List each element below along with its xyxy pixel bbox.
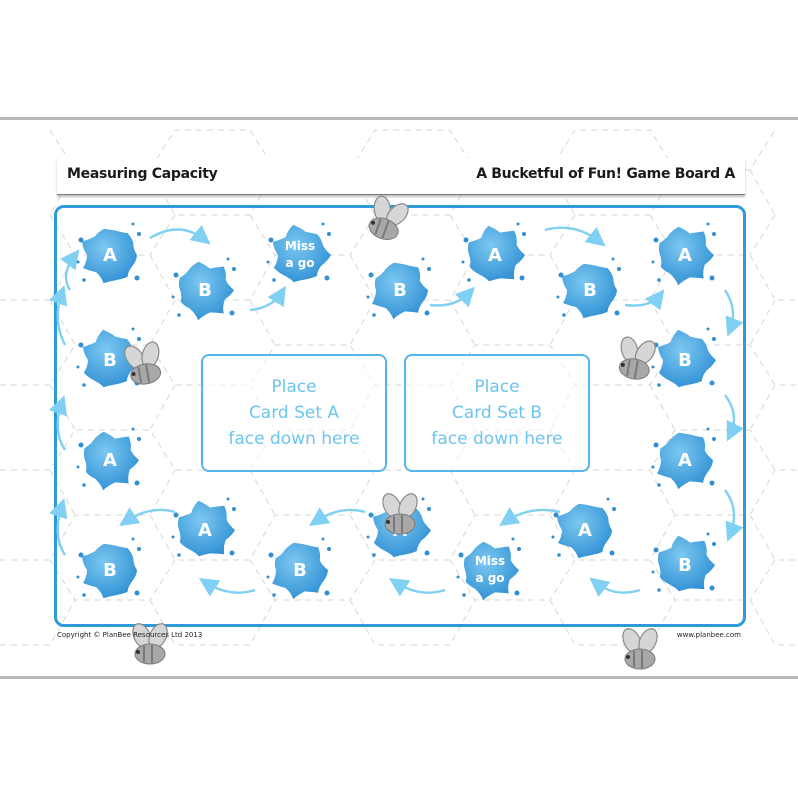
arrow-icon [309, 507, 366, 527]
space-label: A [678, 449, 692, 471]
board-space[interactable]: B [365, 255, 435, 325]
board-space[interactable]: A [170, 495, 240, 565]
splat-icon [76, 537, 141, 599]
space-label: B [678, 349, 692, 371]
space-label: B [198, 279, 212, 301]
splat-icon [171, 257, 236, 321]
board-space[interactable]: B [650, 530, 720, 600]
space-label: A [103, 244, 117, 266]
arrow-icon [198, 578, 256, 597]
space-label: B [103, 349, 117, 371]
space-label: B [583, 279, 597, 301]
arrow-icon [429, 286, 475, 308]
card-zone-a-line2: Card Set A [248, 403, 340, 423]
board-space[interactable]: A [75, 220, 145, 290]
arrow-icon [49, 498, 68, 556]
splat-icon [76, 222, 141, 284]
header-title-right: A Bucketful of Fun! Game Board A [476, 166, 735, 182]
arrow-icon [249, 285, 286, 312]
board-space[interactable]: B [75, 325, 145, 395]
splat-icon [171, 497, 236, 557]
space-label-line1: Miss [284, 239, 316, 253]
bee-icon [618, 336, 656, 380]
board-space[interactable]: B [75, 535, 145, 605]
board-space[interactable]: B [265, 535, 335, 605]
page-header: Measuring Capacity A Bucketful of Fun! G… [57, 158, 745, 195]
arrow-icon [724, 489, 744, 542]
space-label-line2: a go [475, 571, 505, 585]
arrow-icon [624, 289, 665, 311]
card-zone-a-line1: Place [271, 377, 317, 397]
card-zone-a[interactable]: Place Card Set A face down here [201, 354, 387, 472]
board-space[interactable]: B [555, 255, 625, 325]
arrow-icon [724, 394, 744, 442]
arrow-icon [544, 226, 606, 247]
card-zone-b-line2: Card Set B [451, 403, 543, 423]
space-label: A [198, 519, 212, 541]
space-label: Miss a go [455, 535, 525, 605]
bee-icon [622, 628, 658, 670]
bee-icon [132, 623, 168, 665]
board-space[interactable]: Miss a go [265, 220, 335, 290]
splat-icon [366, 257, 431, 320]
splat-icon [456, 537, 521, 601]
board-space[interactable]: B [650, 325, 720, 395]
splat-icon [266, 222, 331, 283]
footer-website: www.planbee.com [676, 631, 741, 639]
arrow-icon [388, 578, 446, 597]
space-label: A [103, 449, 117, 471]
card-zone-b-line3: face down here [431, 429, 563, 449]
space-label: A [488, 244, 502, 266]
splat-icon [651, 532, 716, 592]
board-space[interactable]: A [650, 220, 720, 290]
splat-icon [651, 222, 716, 286]
arrow-icon [589, 577, 641, 597]
space-label: Miss a go [265, 220, 335, 290]
splat-icon [76, 427, 141, 491]
space-label: A [678, 244, 692, 266]
arrow-icon [119, 507, 176, 527]
bee-icon [368, 195, 409, 240]
footer-copyright: Copyright © PlanBee Resources Ltd 2013 [57, 631, 203, 639]
splat-icon [266, 537, 331, 600]
arrow-icon [149, 225, 211, 245]
space-label: B [103, 559, 117, 581]
board-space[interactable]: A [550, 495, 620, 565]
board-space[interactable]: A [75, 425, 145, 495]
header-title-left: Measuring Capacity [67, 166, 218, 182]
splat-icon [461, 222, 526, 282]
splat-icon [551, 497, 616, 559]
space-label: A [578, 519, 592, 541]
space-label: B [393, 279, 407, 301]
board-space[interactable]: B [170, 255, 240, 325]
board-space[interactable]: A [650, 425, 720, 495]
space-label: B [293, 559, 307, 581]
card-zone-b-line1: Place [474, 377, 520, 397]
splat-icon [556, 257, 621, 319]
splat-icon [651, 327, 716, 388]
space-label-line1: Miss [474, 554, 506, 568]
arrow-icon [48, 395, 68, 451]
card-zone-a-line3: face down here [228, 429, 360, 449]
arrow-icon [48, 285, 68, 346]
splat-icon [651, 427, 716, 490]
space-label: B [678, 554, 692, 576]
bee-icon [382, 493, 418, 535]
arrow-icon [60, 249, 80, 291]
card-zone-b[interactable]: Place Card Set B face down here [404, 354, 590, 472]
board-space[interactable]: A [460, 220, 530, 290]
board-space[interactable]: Miss a go [455, 535, 525, 605]
space-label-line2: a go [285, 256, 315, 270]
arrow-icon [723, 289, 744, 337]
arrow-icon [499, 507, 561, 527]
bee-icon [124, 341, 162, 385]
